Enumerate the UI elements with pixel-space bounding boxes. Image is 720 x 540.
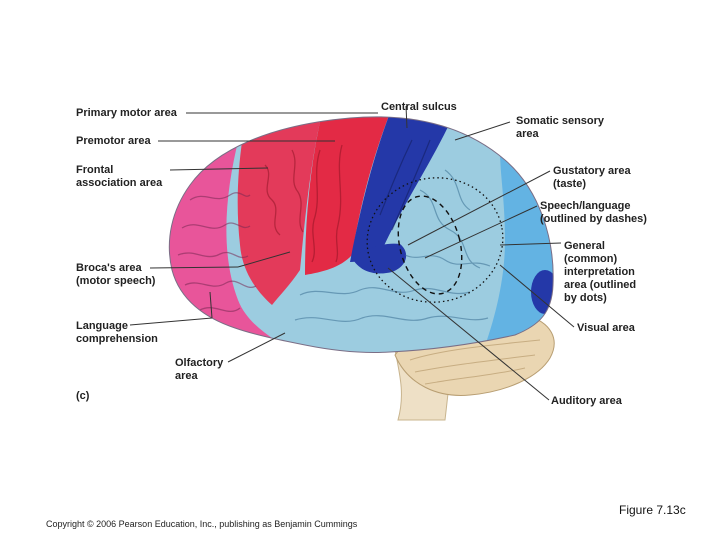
label-auditory-area: Auditory area <box>551 395 622 407</box>
label-visual-area: Visual area <box>577 322 635 334</box>
label-primary-motor-area: Primary motor area <box>76 107 177 119</box>
label-premotor-area: Premotor area <box>76 135 151 147</box>
gustatory-region <box>352 243 407 274</box>
visual-dark-spot <box>531 270 554 314</box>
copyright-notice: Copyright © 2006 Pearson Education, Inc.… <box>46 519 358 529</box>
label-olfactory-area: Olfactory area <box>175 357 224 382</box>
primary-motor-region <box>305 116 395 275</box>
label-somatic-sensory-area: Somatic sensory area <box>516 115 605 140</box>
leader-lines <box>129 105 575 401</box>
label-speech-language: Speech/language (outlined by dashes) <box>540 200 647 225</box>
label-frontal-association-area: Frontal association area <box>76 164 163 189</box>
label-gustatory-area: Gustatory area (taste) <box>553 165 631 190</box>
figure-number: Figure 7.13c <box>619 503 686 517</box>
cerebral-cortex <box>169 116 554 353</box>
panel-letter: (c) <box>76 390 90 402</box>
label-central-sulcus: Central sulcus <box>381 101 457 113</box>
label-general-interpretation-area: General (common) interpretation area (ou… <box>564 240 637 304</box>
label-brocas-area: Broca's area (motor speech) <box>76 262 156 287</box>
label-language-comprehension: Language comprehension <box>76 320 158 345</box>
somatic-sensory-region <box>350 116 460 262</box>
premotor-region <box>237 116 325 305</box>
